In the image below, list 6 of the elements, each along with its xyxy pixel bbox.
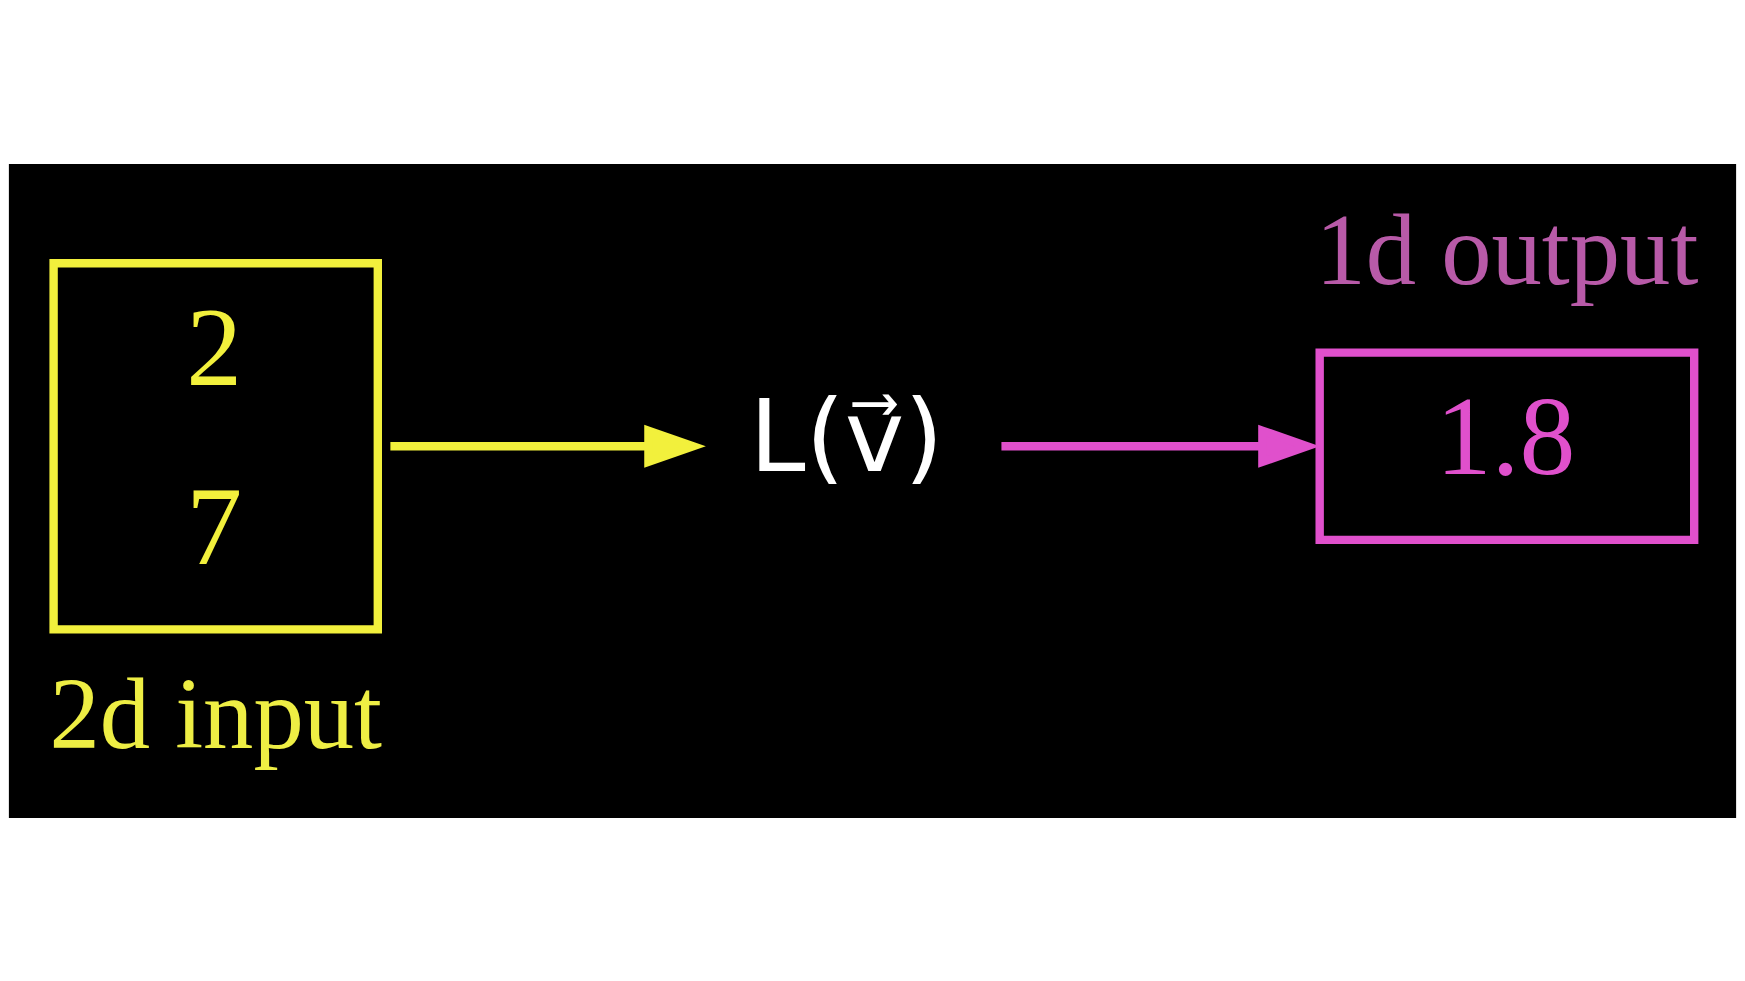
node-text: L(v⃗) xyxy=(749,377,944,495)
node-label: 1d output xyxy=(1315,193,1699,306)
arrow xyxy=(390,424,706,468)
node-label: 2d input xyxy=(49,657,382,770)
node-box: 2 7 xyxy=(49,258,382,634)
node-box: 1.8 xyxy=(1315,347,1699,544)
